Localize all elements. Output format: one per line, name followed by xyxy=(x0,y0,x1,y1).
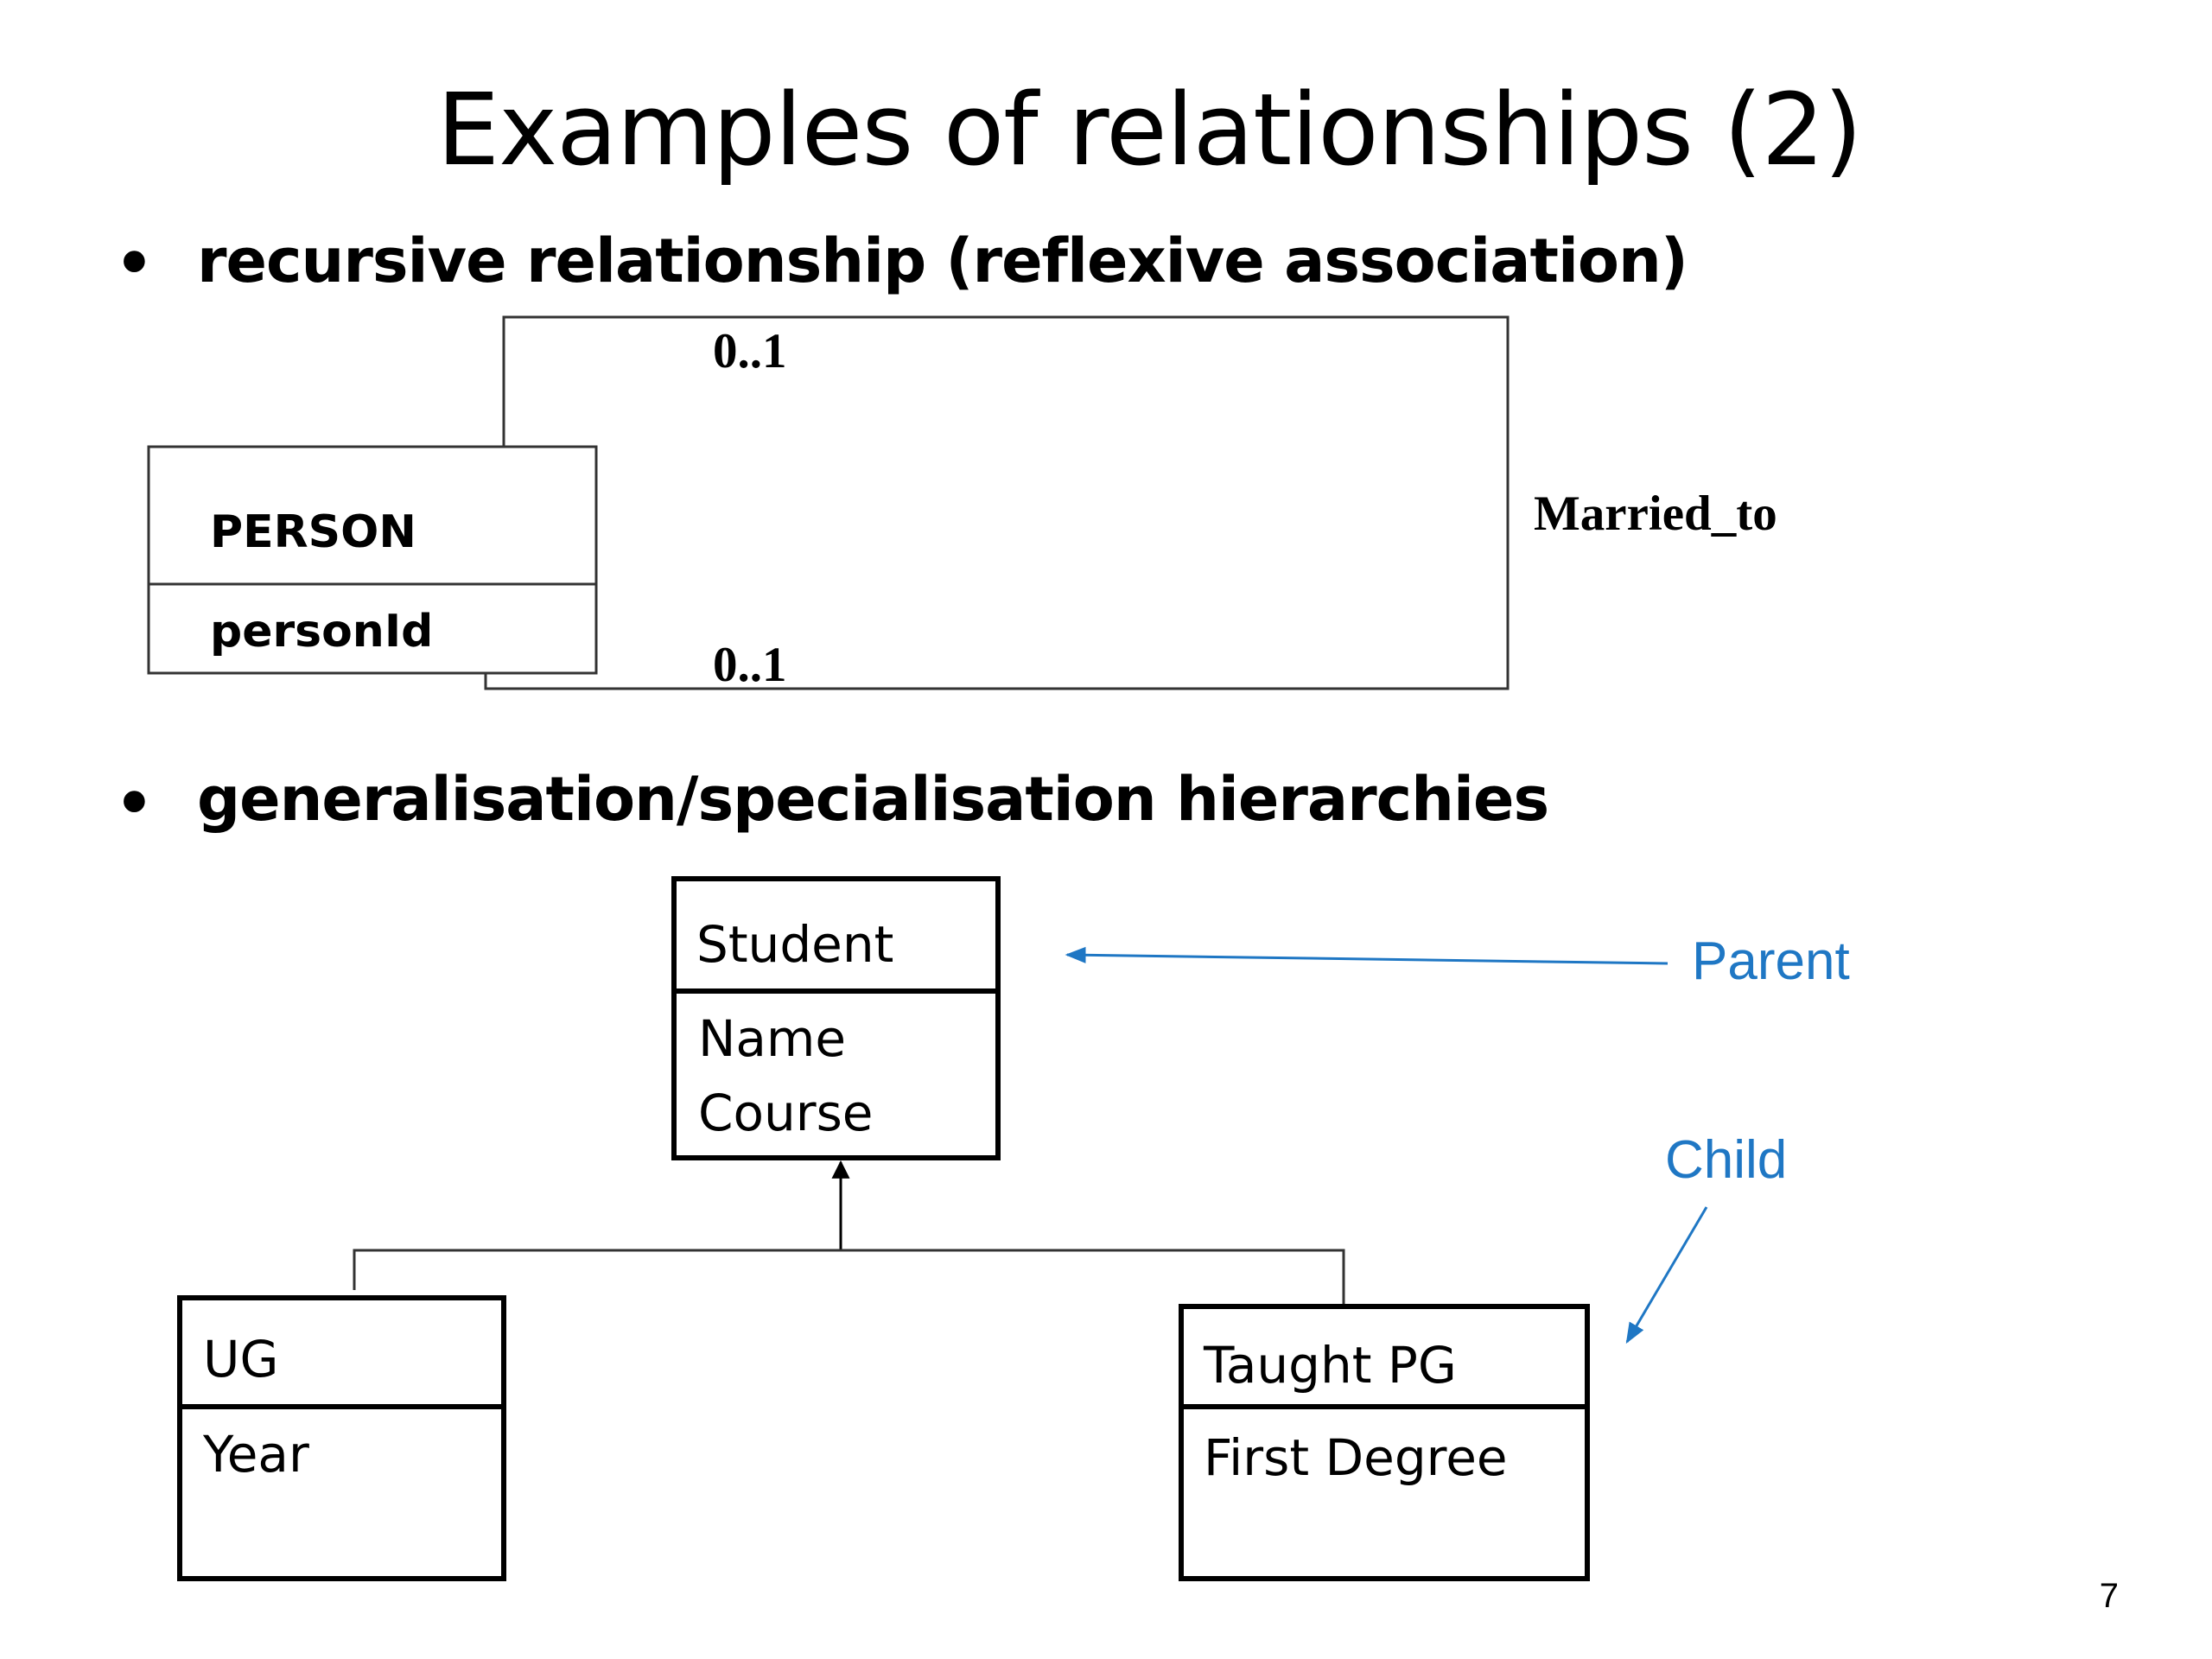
parent-annotation-arrow xyxy=(1065,946,1669,965)
student-entity: Student Name Course xyxy=(671,876,1001,1160)
ug-entity: UG Year xyxy=(177,1295,506,1581)
bullet-recursive-relationship: recursive relationship (reflexive associ… xyxy=(197,226,1688,296)
married-to-association-line xyxy=(484,315,1510,690)
ug-attribute-year: Year xyxy=(202,1425,309,1484)
person-attribute-personid: personId xyxy=(210,606,433,658)
student-entity-name: Student xyxy=(696,915,893,974)
bullet-generalisation-hierarchies: generalisation/specialisation hierarchie… xyxy=(197,764,1549,835)
parent-annotation-label: Parent xyxy=(1692,931,1850,991)
ug-entity-name: UG xyxy=(203,1330,278,1389)
student-attribute-course: Course xyxy=(698,1084,874,1142)
inheritance-connector xyxy=(353,1249,1345,1305)
page-number: 7 xyxy=(2099,1577,2119,1615)
generalisation-hierarchy-diagram: Student Name Course UG Year Taught PG Fi… xyxy=(177,876,1850,1581)
recursive-relationship-diagram: PERSON personId 0..1 0..1 Married_to xyxy=(147,315,1777,692)
bullet-marker: • xyxy=(115,228,154,299)
multiplicity-top: 0..1 xyxy=(713,324,787,378)
taught-pg-entity: Taught PG First Degree xyxy=(1179,1304,1590,1581)
student-attribute-name: Name xyxy=(698,1009,846,1068)
bullet-marker: • xyxy=(115,768,154,839)
association-name-married-to: Married_to xyxy=(1534,486,1777,541)
child-annotation-arrow xyxy=(1625,1206,1708,1344)
taught-pg-entity-name: Taught PG xyxy=(1203,1336,1457,1395)
taught-pg-attribute-first-degree: First Degree xyxy=(1204,1428,1508,1487)
child-annotation-label: Child xyxy=(1665,1130,1787,1190)
person-entity-name: PERSON xyxy=(210,506,416,558)
person-entity: PERSON personId xyxy=(147,445,598,675)
multiplicity-bottom: 0..1 xyxy=(713,638,787,692)
slide-title: Examples of relationships (2) xyxy=(436,73,1862,188)
